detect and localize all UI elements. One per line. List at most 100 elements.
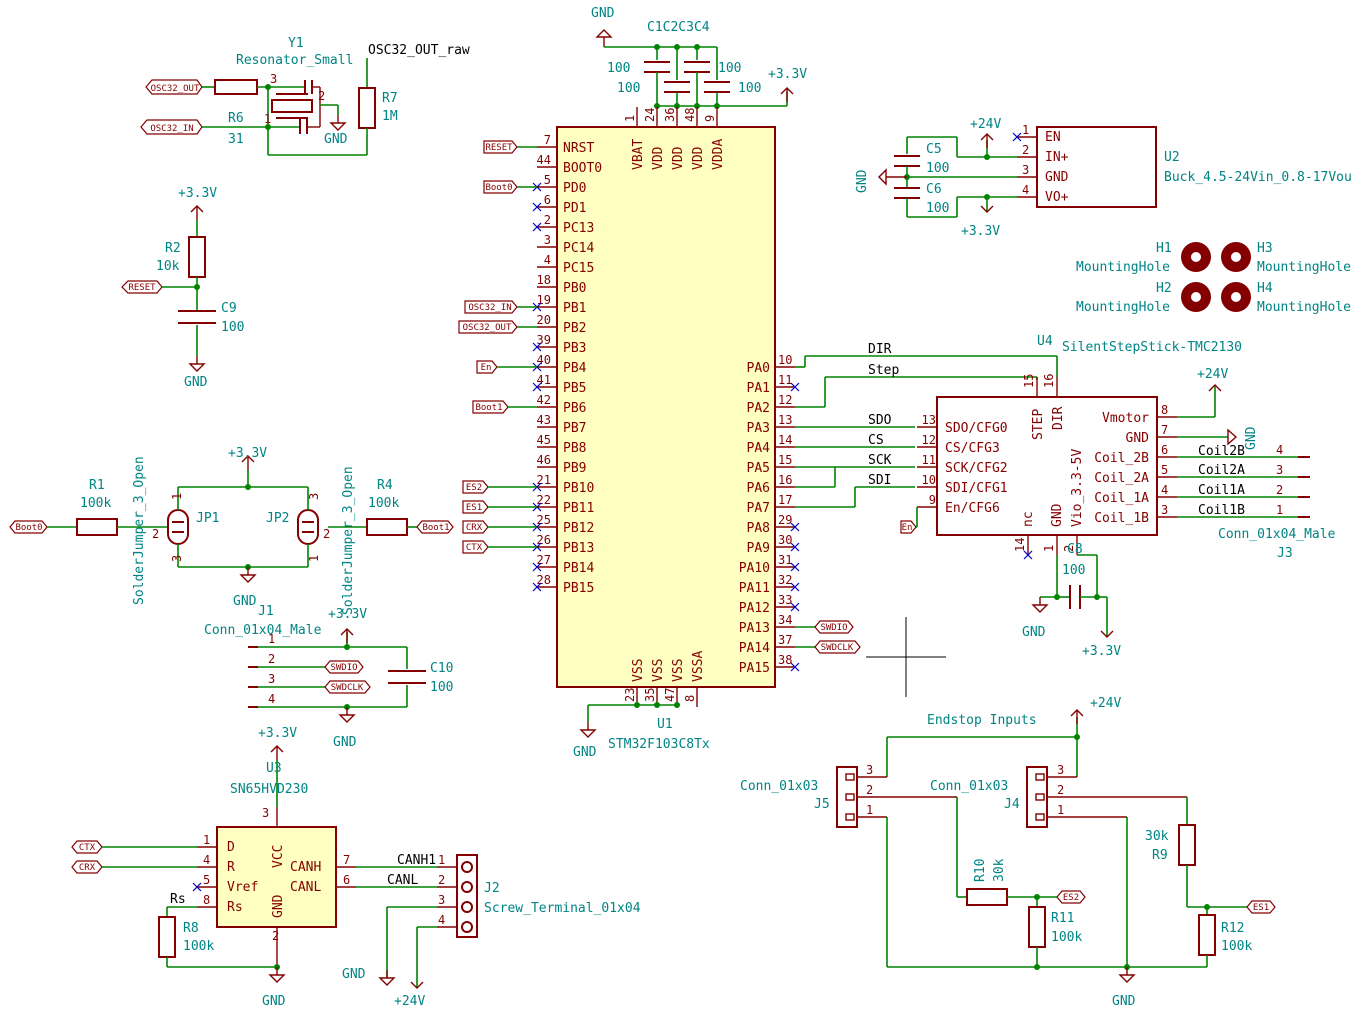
svg-text:3: 3 (438, 893, 445, 907)
u1-pin-pb2: PB2 (563, 321, 586, 336)
svg-text:SWDIO: SWDIO (820, 623, 847, 633)
svg-text:3: 3 (866, 763, 873, 777)
svg-text:2: 2 (152, 527, 159, 541)
y1-value: Resonator_Small (236, 53, 353, 68)
u1-pin-pa14: PA14 (739, 641, 770, 656)
r1-resistor (76, 518, 118, 536)
u1-pin-pd0: PD0 (563, 181, 586, 196)
svg-text:3: 3 (1057, 763, 1064, 777)
svg-text:4: 4 (203, 853, 210, 867)
u3-can: +3.3V 3 U3 SN65HVD230 D R Vref Rs 1 4 5 … (71, 726, 641, 1009)
svg-text:42: 42 (537, 393, 551, 407)
svg-text:R2: R2 (165, 241, 181, 256)
svg-text:3: 3 (268, 672, 275, 686)
reset-section: +3.3V R2 10k RESET GND C9 100 (121, 186, 244, 390)
svg-text:43: 43 (537, 413, 551, 427)
svg-text:2: 2 (268, 652, 275, 666)
svg-text:37: 37 (778, 633, 792, 647)
svg-text:CRX: CRX (466, 523, 483, 533)
u2-body (1036, 126, 1157, 208)
svg-text:MountingHole: MountingHole (1257, 260, 1351, 275)
j2-body (456, 854, 478, 938)
svg-text:2: 2 (1276, 483, 1283, 497)
resistor-unnamed (214, 79, 258, 95)
svg-text:STM32F103C8Tx: STM32F103C8Tx (608, 737, 710, 752)
svg-text:2: 2 (272, 929, 279, 943)
svg-text:100k: 100k (80, 496, 111, 511)
svg-text:+3.3V: +3.3V (178, 186, 217, 201)
svg-text:13: 13 (922, 413, 936, 427)
svg-text:SWDCLK: SWDCLK (331, 683, 364, 693)
svg-text:3: 3 (262, 806, 269, 820)
svg-text:100k: 100k (183, 939, 214, 954)
svg-text:SDI: SDI (868, 473, 891, 488)
svg-text:10: 10 (922, 473, 936, 487)
u1-pin-pa12: PA12 (739, 601, 770, 616)
u1-pin-pb7: PB7 (563, 421, 586, 436)
svg-text:16: 16 (778, 473, 792, 487)
svg-text:46: 46 (537, 453, 551, 467)
svg-text:VSS: VSS (631, 659, 646, 682)
svg-text:6: 6 (343, 873, 350, 887)
svg-text:2: 2 (1057, 783, 1064, 797)
svg-text:48: 48 (683, 108, 697, 122)
r11-resistor (1028, 906, 1046, 948)
svg-text:100: 100 (607, 61, 630, 76)
u1-pin-pb11: PB11 (563, 501, 594, 516)
svg-text:11: 11 (778, 373, 792, 387)
svg-text:GND: GND (1112, 994, 1136, 1009)
svg-text:SDO: SDO (868, 413, 892, 428)
u1-pin-pd1: PD1 (563, 201, 586, 216)
svg-text:+3.3V: +3.3V (768, 67, 807, 82)
svg-text:U3: U3 (266, 761, 282, 776)
svg-text:VDDA: VDDA (711, 139, 726, 170)
svg-text:1: 1 (623, 115, 637, 122)
gnd-label-y1: GND (324, 132, 348, 147)
u1-pin-pa8: PA8 (747, 521, 770, 536)
r6-value: 31 (228, 132, 244, 147)
svg-text:Boot0: Boot0 (485, 183, 512, 193)
svg-text:7: 7 (343, 853, 350, 867)
svg-text:+24V: +24V (394, 994, 425, 1009)
svg-text:1: 1 (1276, 503, 1283, 517)
svg-text:23: 23 (623, 688, 637, 702)
svg-text:GND: GND (1050, 503, 1065, 527)
svg-text:Boot0: Boot0 (15, 523, 42, 533)
svg-text:100: 100 (221, 320, 244, 335)
svg-text:GND: GND (1244, 426, 1259, 450)
svg-text:D: D (227, 840, 235, 855)
svg-text:C6: C6 (926, 182, 942, 197)
svg-text:Coil1B: Coil1B (1198, 503, 1245, 518)
svg-text:SCK: SCK (868, 453, 892, 468)
svg-text:9: 9 (929, 493, 936, 507)
svg-text:100k: 100k (368, 496, 399, 511)
svg-text:VSS: VSS (671, 659, 686, 682)
svg-text:8: 8 (683, 695, 697, 702)
svg-text:30: 30 (778, 533, 792, 547)
svg-text:9: 9 (703, 115, 717, 122)
svg-text:ES1: ES1 (466, 503, 482, 513)
svg-text:VO+: VO+ (1045, 190, 1069, 205)
svg-text:35: 35 (643, 688, 657, 702)
svg-text:Vref: Vref (227, 880, 258, 895)
svg-text:SN65HVD230: SN65HVD230 (230, 782, 308, 797)
svg-text:RESET: RESET (485, 143, 513, 153)
caps-top-refs: C1C2C3C4 (647, 20, 710, 35)
svg-text:100: 100 (430, 680, 453, 695)
svg-text:38: 38 (778, 653, 792, 667)
r6-ref: R6 (228, 111, 244, 126)
svg-text:8: 8 (1161, 403, 1168, 417)
svg-text:CTX: CTX (466, 543, 483, 553)
u1-left-labels: RESET Boot0 OSC32_IN OSC32_OUT En Boot1 … (458, 140, 537, 554)
u1-pin-pb5: PB5 (563, 381, 586, 396)
svg-text:J2: J2 (484, 881, 500, 896)
svg-text:MountingHole: MountingHole (1076, 260, 1170, 275)
svg-text:U4: U4 (1037, 334, 1053, 349)
svg-text:H4: H4 (1257, 281, 1273, 296)
svg-text:Boot1: Boot1 (422, 523, 449, 533)
svg-text:3: 3 (270, 72, 277, 86)
svg-text:+24V: +24V (1197, 367, 1228, 382)
u1-pin-pa9: PA9 (747, 541, 770, 556)
svg-text:Coil_2B: Coil_2B (1094, 451, 1149, 466)
